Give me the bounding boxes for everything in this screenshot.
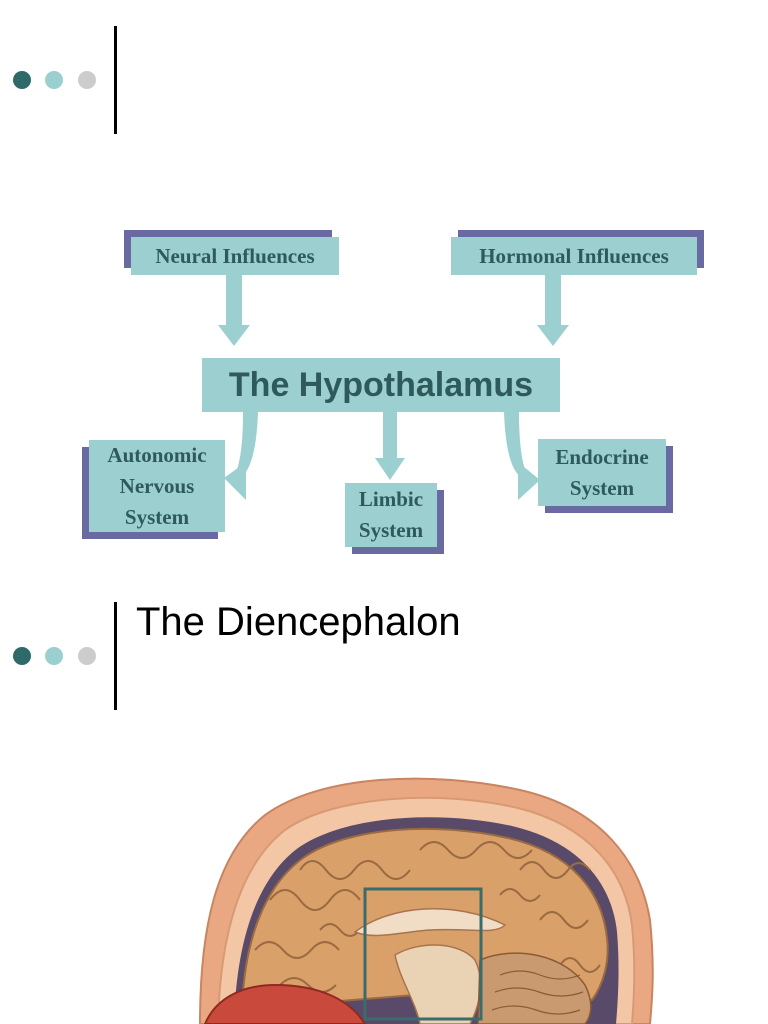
- endocrine-system-box: Endocrine System: [538, 439, 666, 506]
- title-divider-bar-2: [114, 602, 117, 710]
- hormonal-influences-label: Hormonal Influences: [479, 243, 669, 268]
- limbic-system-label: Limbic System: [358, 487, 424, 542]
- diencephalon-highlight-frame: [363, 887, 483, 1021]
- neural-influences-label: Neural Influences: [155, 243, 315, 268]
- bullet-dot-light-2: [78, 647, 96, 665]
- corpus-callosum: [353, 908, 507, 937]
- arrow-hormonal-to-hypothalamus: [537, 275, 569, 346]
- arrow-hypothalamus-to-limbic: [375, 412, 405, 480]
- arrow-neural-to-hypothalamus: [218, 275, 250, 346]
- slide-title: The Diencephalon: [136, 600, 461, 644]
- bullet-dot-mid-2: [45, 647, 63, 665]
- hypothalamus-box: The Hypothalamus: [202, 358, 560, 412]
- autonomic-nervous-system-label: Autonomic Nervous System: [107, 442, 207, 529]
- hypothalamus-label: The Hypothalamus: [228, 365, 534, 404]
- hormonal-influences-box: Hormonal Influences: [451, 237, 697, 275]
- limbic-system-box: Limbic System: [345, 483, 437, 547]
- bullet-dot-light: [78, 71, 96, 89]
- nasal-cavity: [203, 983, 367, 1024]
- arrow-hypothalamus-to-endocrine: [504, 412, 540, 500]
- neural-influences-box: Neural Influences: [131, 237, 339, 275]
- title-divider-bar: [114, 26, 117, 134]
- cerebral-gyri: [254, 841, 601, 993]
- cerebellar-folia: [491, 970, 584, 1015]
- bullet-dot-dark-2: [13, 647, 31, 665]
- endocrine-system-label: Endocrine System: [555, 444, 649, 500]
- bullet-dot-dark: [13, 71, 31, 89]
- bullet-dot-mid: [45, 71, 63, 89]
- autonomic-nervous-system-box: Autonomic Nervous System: [89, 440, 225, 532]
- arrow-hypothalamus-to-autonomic: [224, 412, 258, 500]
